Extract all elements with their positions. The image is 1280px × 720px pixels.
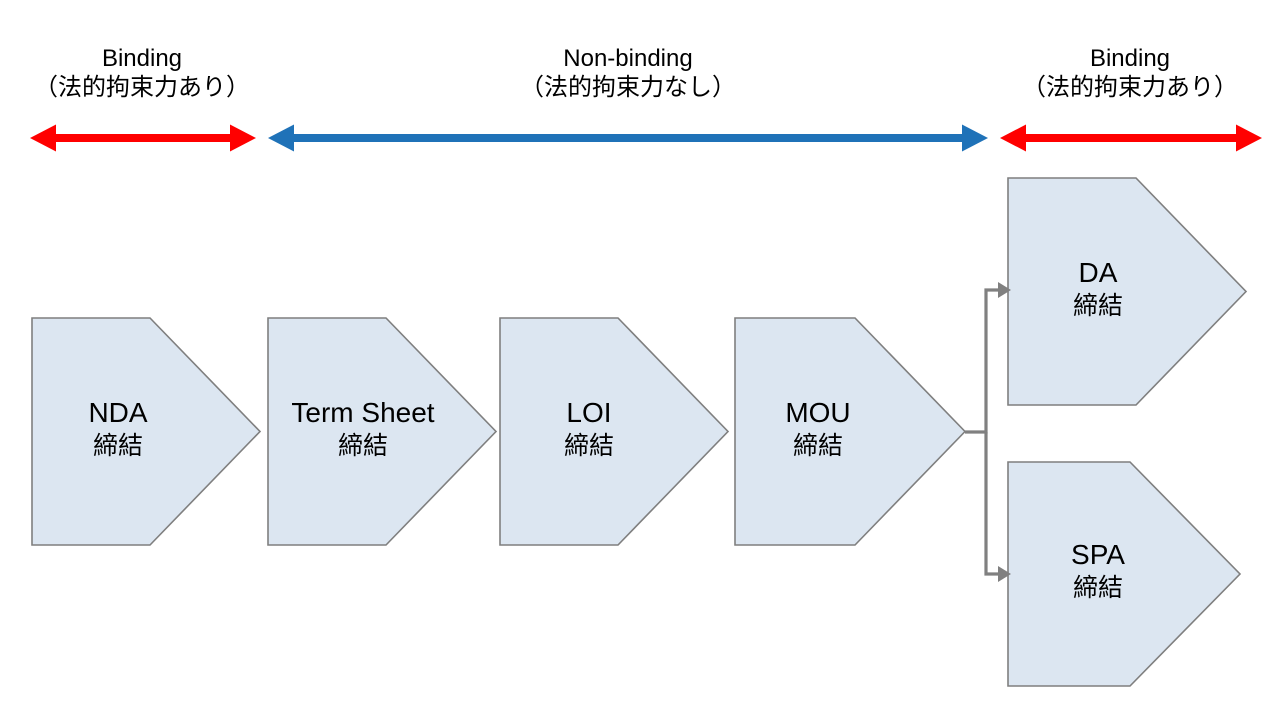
phase-binding-right-label: Binding（法的拘束力あり）: [830, 44, 1280, 103]
phase-binding-left-label-line1: Binding: [101, 45, 183, 72]
node-spa-shape: [1007, 461, 1242, 687]
phase-binding-left-label-line2: （法的拘束力あり）: [34, 74, 250, 102]
node-nda-shape: [31, 317, 262, 546]
node-da-shape: [1007, 177, 1248, 406]
phase-binding-left-arrow: [30, 124, 256, 152]
phase-non-binding-arrowhead-right: [962, 124, 988, 152]
connector-mou-to-da-line: [965, 288, 1000, 434]
phase-binding-right-arrow: [1000, 124, 1262, 152]
connector-mou-to-spa-line: [984, 432, 1000, 576]
process-shape-group: [31, 177, 1248, 687]
phase-non-binding-arrowhead-left: [268, 124, 294, 152]
phase-binding-left-arrowhead-right: [230, 124, 256, 152]
connector-mou-to-spa: [984, 432, 1011, 582]
phase-binding-right-label-line1: Binding: [1089, 45, 1171, 72]
phase-binding-left-arrow-shaft: [54, 134, 232, 142]
connector-mou-to-da-arrowhead: [998, 282, 1011, 298]
node-term-sheet-shape: [267, 317, 498, 546]
phase-binding-right-label-line2: （法的拘束力あり）: [1022, 74, 1238, 102]
phase-non-binding-arrow-shaft: [292, 134, 964, 142]
phase-binding-left-label: Binding（法的拘束力あり）: [0, 44, 442, 103]
phase-non-binding-label: Non-binding（法的拘束力なし）: [328, 44, 928, 103]
phase-binding-left-arrowhead-left: [30, 124, 56, 152]
phase-non-binding-label-line2: （法的拘束力なし）: [520, 74, 736, 102]
connector-group: [965, 282, 1011, 582]
node-mou-shape: [734, 317, 967, 546]
node-loi-shape: [499, 317, 730, 546]
phase-binding-right-arrowhead-right: [1236, 124, 1262, 152]
connector-mou-to-spa-arrowhead: [998, 566, 1011, 582]
connector-mou-to-da: [965, 282, 1011, 434]
phase-arrow-group: [30, 124, 1262, 152]
phase-binding-right-arrowhead-left: [1000, 124, 1026, 152]
phase-non-binding-arrow: [268, 124, 988, 152]
phase-non-binding-label-line1: Non-binding: [563, 45, 693, 72]
phase-binding-right-arrow-shaft: [1024, 134, 1238, 142]
